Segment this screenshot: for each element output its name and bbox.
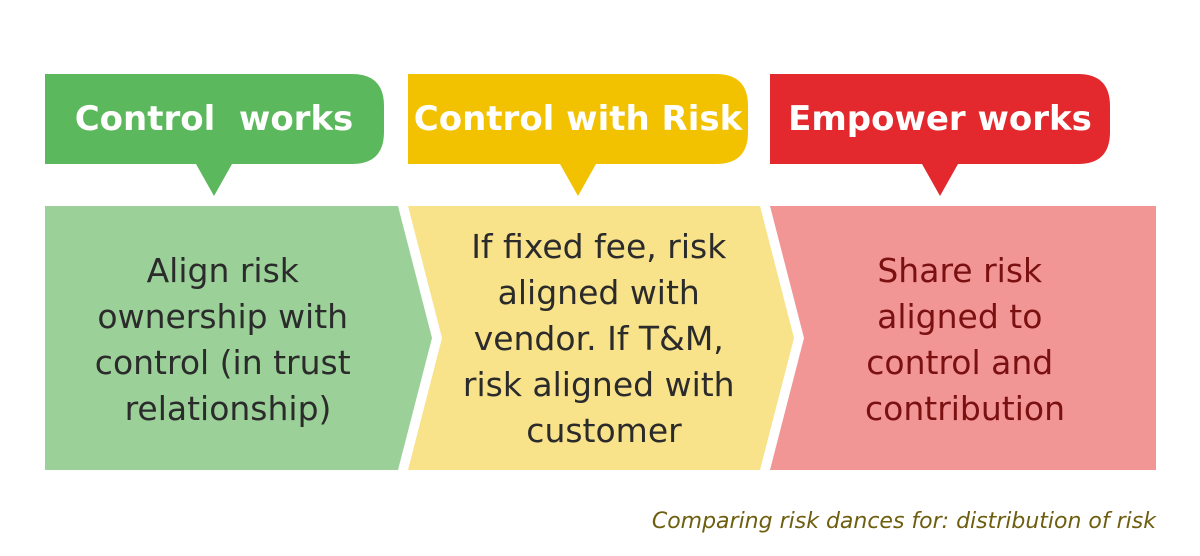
empower-works-description: Share risk aligned to control and contri… [865, 251, 1065, 428]
control-with-risk-description: If fixed fee, risk aligned with vendor. … [463, 227, 745, 450]
description-line: Share risk [877, 251, 1043, 290]
description-line: relationship) [125, 389, 332, 428]
control-with-risk-body [408, 206, 794, 470]
control-works-title: Control works [75, 99, 354, 139]
description-line: ownership with [97, 297, 348, 336]
diagram-caption: Comparing risk dances for: distribution … [652, 509, 1157, 534]
control-works-header [45, 74, 384, 196]
empower-works-body [770, 206, 1156, 470]
description-line: risk aligned with [463, 365, 735, 404]
description-line: contribution [865, 389, 1065, 428]
description-line: aligned to [877, 297, 1042, 336]
control-with-risk-title: Control with Risk [414, 99, 744, 139]
empower-works-title: Empower works [788, 99, 1092, 139]
control-with-risk-header [408, 74, 748, 196]
control-works-body [45, 206, 432, 470]
description-line: control and [866, 343, 1053, 382]
description-line: control (in trust [95, 343, 351, 382]
description-line: customer [526, 411, 682, 450]
description-line: vendor. If T&M, [474, 319, 724, 358]
control-works-description: Align risk ownership with control (in tr… [95, 251, 361, 428]
empower-works-header [770, 74, 1110, 196]
description-line: Align risk [147, 251, 300, 290]
description-line: aligned with [498, 273, 700, 312]
description-line: If fixed fee, risk [471, 227, 727, 266]
